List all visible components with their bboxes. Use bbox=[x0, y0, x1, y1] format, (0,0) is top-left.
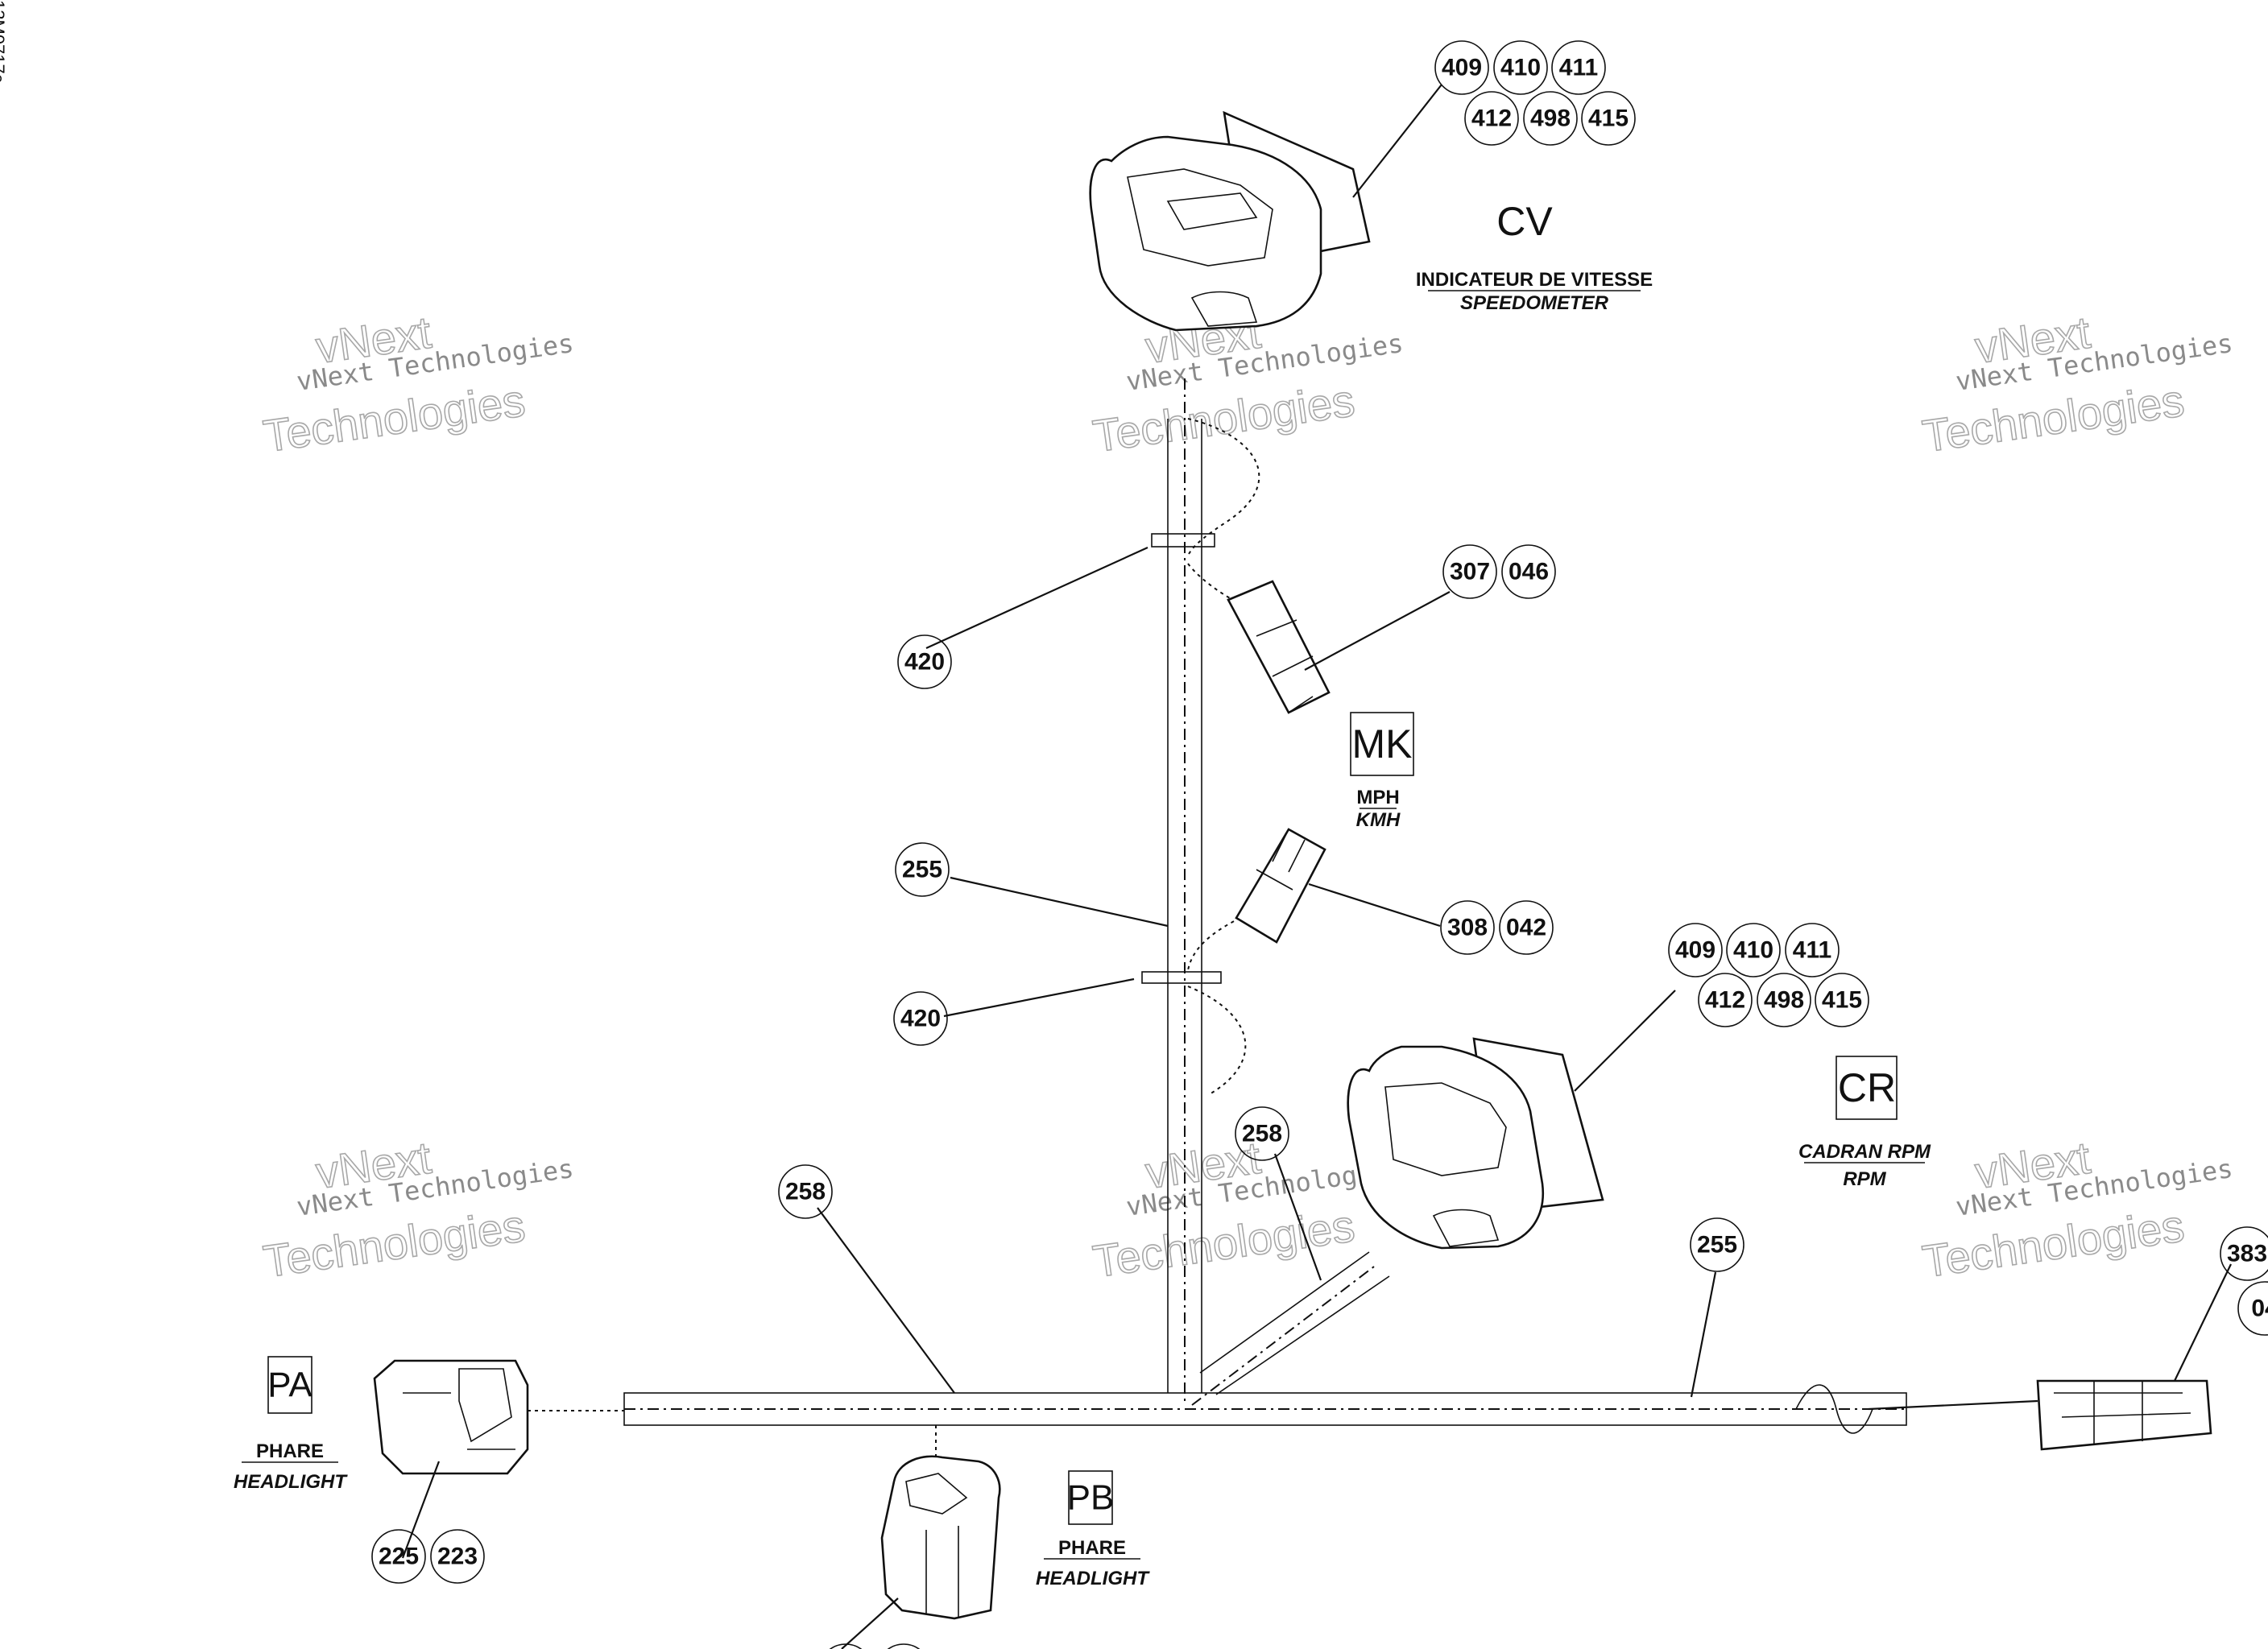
component-label-fr: PHARE bbox=[1058, 1537, 1126, 1559]
component-pa-label: PA PHARE HEADLIGHT bbox=[234, 1356, 348, 1493]
callout-num: 420 bbox=[900, 1006, 941, 1032]
callout-num: 225 bbox=[379, 1544, 419, 1570]
callout-clip-lower: 420 bbox=[893, 991, 948, 1046]
component-label-en: HEADLIGHT bbox=[1036, 1568, 1150, 1589]
component-code: MK bbox=[1352, 721, 1413, 767]
callout-group-mk-b: 308 042 bbox=[1440, 900, 1554, 955]
component-pb-label: PB PHARE HEADLIGHT bbox=[1036, 1470, 1150, 1589]
callout-clip-upper: 420 bbox=[897, 634, 952, 689]
callout-num: 223 bbox=[437, 1544, 478, 1570]
callout-num: 258 bbox=[1242, 1121, 1282, 1147]
callout-num: 412 bbox=[1705, 987, 1745, 1014]
component-code: CV bbox=[1496, 199, 1553, 244]
connector-pa bbox=[373, 1359, 529, 1475]
connector-cr bbox=[1347, 1037, 1604, 1250]
callout-num: 409 bbox=[1442, 55, 1482, 81]
callouts: 409 410 411 412 498 415 307 046 420 255 … bbox=[371, 40, 2268, 1649]
callout-num: 412 bbox=[1471, 105, 1512, 132]
component-label-en: KMH bbox=[1356, 809, 1401, 831]
callout-num: 498 bbox=[1530, 105, 1571, 132]
callout-num: 410 bbox=[1500, 55, 1541, 81]
component-mk-label: MK MPH KMH bbox=[1350, 712, 1414, 831]
callout-num: 498 bbox=[1764, 987, 1804, 1014]
callout-num: 409 bbox=[1675, 937, 1715, 964]
callout-num: 04 bbox=[2251, 1296, 2268, 1322]
component-code: PA bbox=[267, 1366, 312, 1405]
component-label-en: HEADLIGHT bbox=[234, 1471, 348, 1493]
callout-num: 420 bbox=[904, 649, 945, 676]
callout-num: 046 bbox=[1509, 559, 1549, 585]
component-label-fr: CADRAN RPM bbox=[1798, 1141, 1931, 1163]
callout-group-right-partial: 383 04 bbox=[2220, 1226, 2268, 1336]
leader-lines bbox=[401, 84, 2232, 1649]
callout-num: 308 bbox=[1447, 915, 1488, 941]
callout-num: 258 bbox=[785, 1179, 826, 1205]
component-label-en: SPEEDOMETER bbox=[1460, 292, 1609, 314]
component-label-fr: PHARE bbox=[256, 1440, 324, 1462]
callout-main-258: 258 bbox=[778, 1164, 833, 1219]
callout-branch-258: 258 bbox=[1235, 1106, 1289, 1161]
callout-num: 255 bbox=[902, 857, 942, 883]
component-label-en: RPM bbox=[1843, 1168, 1886, 1190]
callout-group-mk-a: 307 046 bbox=[1442, 544, 1556, 599]
connector-right-partial bbox=[2036, 1379, 2212, 1451]
component-label-fr: MPH bbox=[1356, 787, 1399, 808]
callout-main-255: 255 bbox=[1690, 1217, 1744, 1272]
callout-num: 383 bbox=[2227, 1241, 2267, 1267]
component-cr-label: CR CADRAN RPM RPM bbox=[1798, 1056, 1931, 1190]
clip-420-upper bbox=[1151, 533, 1215, 548]
callout-num: 415 bbox=[1822, 987, 1862, 1014]
callout-num: 411 bbox=[1793, 937, 1831, 964]
connector-mk-a bbox=[1227, 580, 1331, 714]
callout-group-cv: 409 410 411 412 498 415 bbox=[1434, 40, 1636, 146]
component-cv-label: CV INDICATEUR DE VITESSE SPEEDOMETER bbox=[1416, 199, 1653, 314]
clip-420-lower bbox=[1141, 971, 1222, 984]
callout-num: 410 bbox=[1733, 937, 1773, 964]
drawing-id: 13M0717c bbox=[0, 0, 8, 83]
component-label-fr: INDICATEUR DE VITESSE bbox=[1416, 269, 1653, 291]
connector-pb bbox=[880, 1455, 1001, 1620]
callout-trunk-255: 255 bbox=[895, 842, 950, 897]
callout-num: 255 bbox=[1697, 1232, 1737, 1258]
component-code: PB bbox=[1067, 1478, 1115, 1518]
callout-num: 411 bbox=[1559, 55, 1598, 81]
callout-num: 415 bbox=[1588, 105, 1629, 132]
connector-cv bbox=[1089, 110, 1371, 332]
harness bbox=[528, 378, 2038, 1490]
callout-group-pa: 225 223 bbox=[371, 1529, 485, 1584]
callout-num: 042 bbox=[1506, 915, 1546, 941]
component-code: CR bbox=[1838, 1065, 1896, 1110]
connector-mk-b bbox=[1235, 828, 1326, 944]
callout-num: 307 bbox=[1450, 559, 1490, 585]
callout-group-cr: 409 410 411 412 498 415 bbox=[1668, 923, 1869, 1027]
